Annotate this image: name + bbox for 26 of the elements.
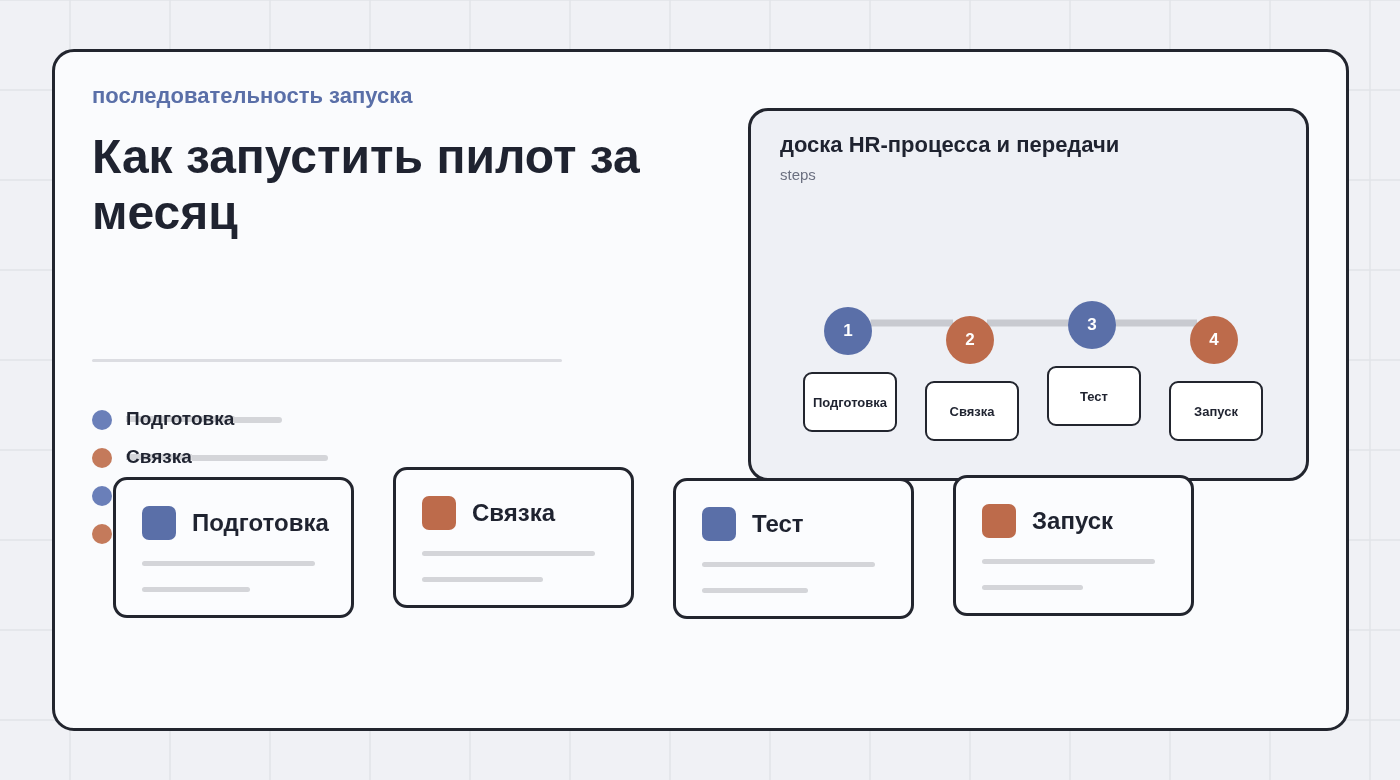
step-box: Связка — [925, 381, 1019, 441]
list-item-text: Подготовка — [126, 408, 235, 430]
step-card — [393, 467, 634, 608]
step-card — [953, 475, 1194, 616]
connector-line — [870, 319, 954, 327]
card-title: Запуск — [1032, 506, 1113, 536]
connector-line — [986, 319, 1069, 327]
step-number-circle: 3 — [1068, 301, 1116, 349]
list-item-text: Связка — [126, 446, 192, 468]
step-box: Тест — [1047, 366, 1141, 426]
connector-line — [1115, 319, 1198, 327]
step-number-circle: 4 — [1190, 316, 1238, 364]
card-title: Тест — [752, 509, 804, 539]
slide-title: Как запустить пилот за месяц — [92, 129, 641, 241]
step-card — [113, 477, 354, 618]
step-number-circle: 2 — [946, 316, 994, 364]
panel-subtitle: steps — [780, 166, 816, 184]
panel-title: доска HR-процесса и передачи — [780, 132, 1120, 158]
step-box: Запуск — [1169, 381, 1263, 441]
card-title: Связка — [472, 498, 556, 528]
eyebrow-label: последовательность запуска — [92, 83, 413, 109]
board-panel — [748, 108, 1309, 481]
step-box: Подготовка — [803, 372, 897, 432]
card-title: Подготовка — [192, 508, 329, 538]
step-number-circle: 1 — [824, 307, 872, 355]
step-card — [673, 478, 914, 619]
